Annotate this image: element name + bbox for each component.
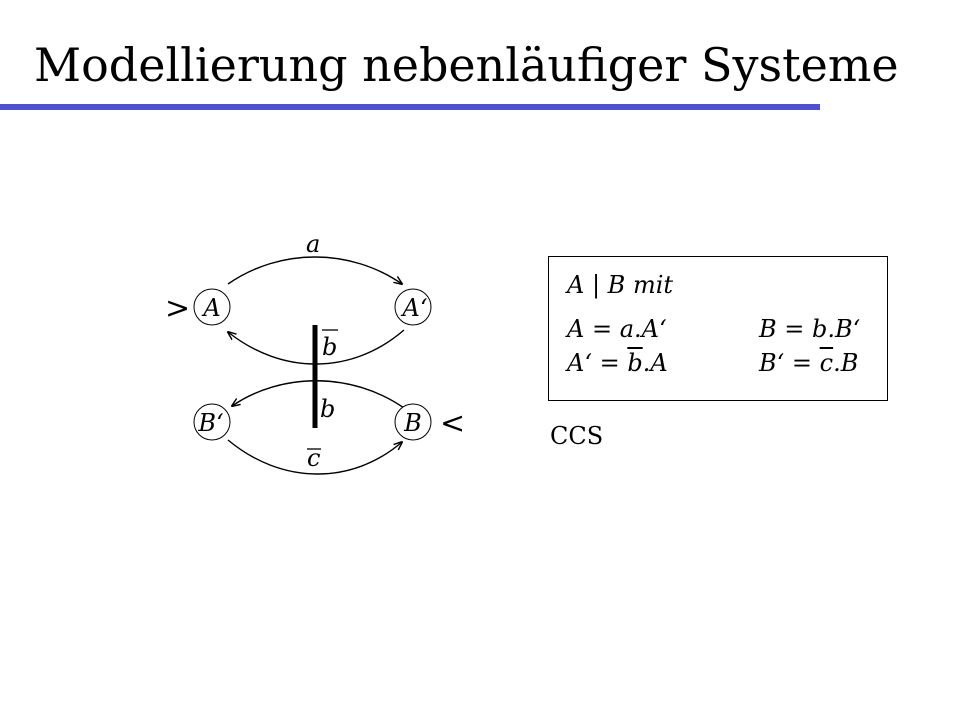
- edge-label-b: b: [320, 395, 335, 423]
- formula-A-prime: A‘ = b.A: [567, 349, 668, 377]
- edge-b-bottom: [232, 380, 405, 409]
- title-underline: [0, 104, 820, 110]
- state-A-prime: A‘: [394, 288, 432, 326]
- state-A: A: [193, 288, 231, 326]
- state-label: A: [201, 294, 220, 322]
- formula-B: B = b.B‘: [759, 315, 861, 343]
- state-label: B‘: [197, 409, 223, 437]
- edge-a: [227, 256, 402, 284]
- initial-marker-A: >: [165, 291, 190, 326]
- edge-c-bar: [227, 439, 402, 475]
- ccs-definition-box: A | B mit A = a.A‘ B = b.B‘ A‘ = b.A B‘ …: [548, 256, 888, 401]
- formula-B-prime: B‘ = c.B: [759, 349, 859, 377]
- state-B: B: [394, 403, 432, 441]
- edge-label-b-bar: b: [322, 333, 337, 361]
- ccs-caption: CCS: [550, 422, 604, 450]
- state-label: A‘: [401, 294, 428, 322]
- slide-title: Modellierung nebenläufiger Systeme: [34, 38, 899, 92]
- edge-label-a: a: [306, 230, 320, 258]
- state-B-prime: B‘: [193, 403, 231, 441]
- state-label: B: [403, 409, 422, 437]
- initial-marker-B: <: [440, 406, 465, 441]
- formula-A: A = a.A‘: [567, 315, 667, 343]
- composition-header: A | B mit: [567, 271, 674, 299]
- edge-label-c-bar: c: [307, 444, 320, 472]
